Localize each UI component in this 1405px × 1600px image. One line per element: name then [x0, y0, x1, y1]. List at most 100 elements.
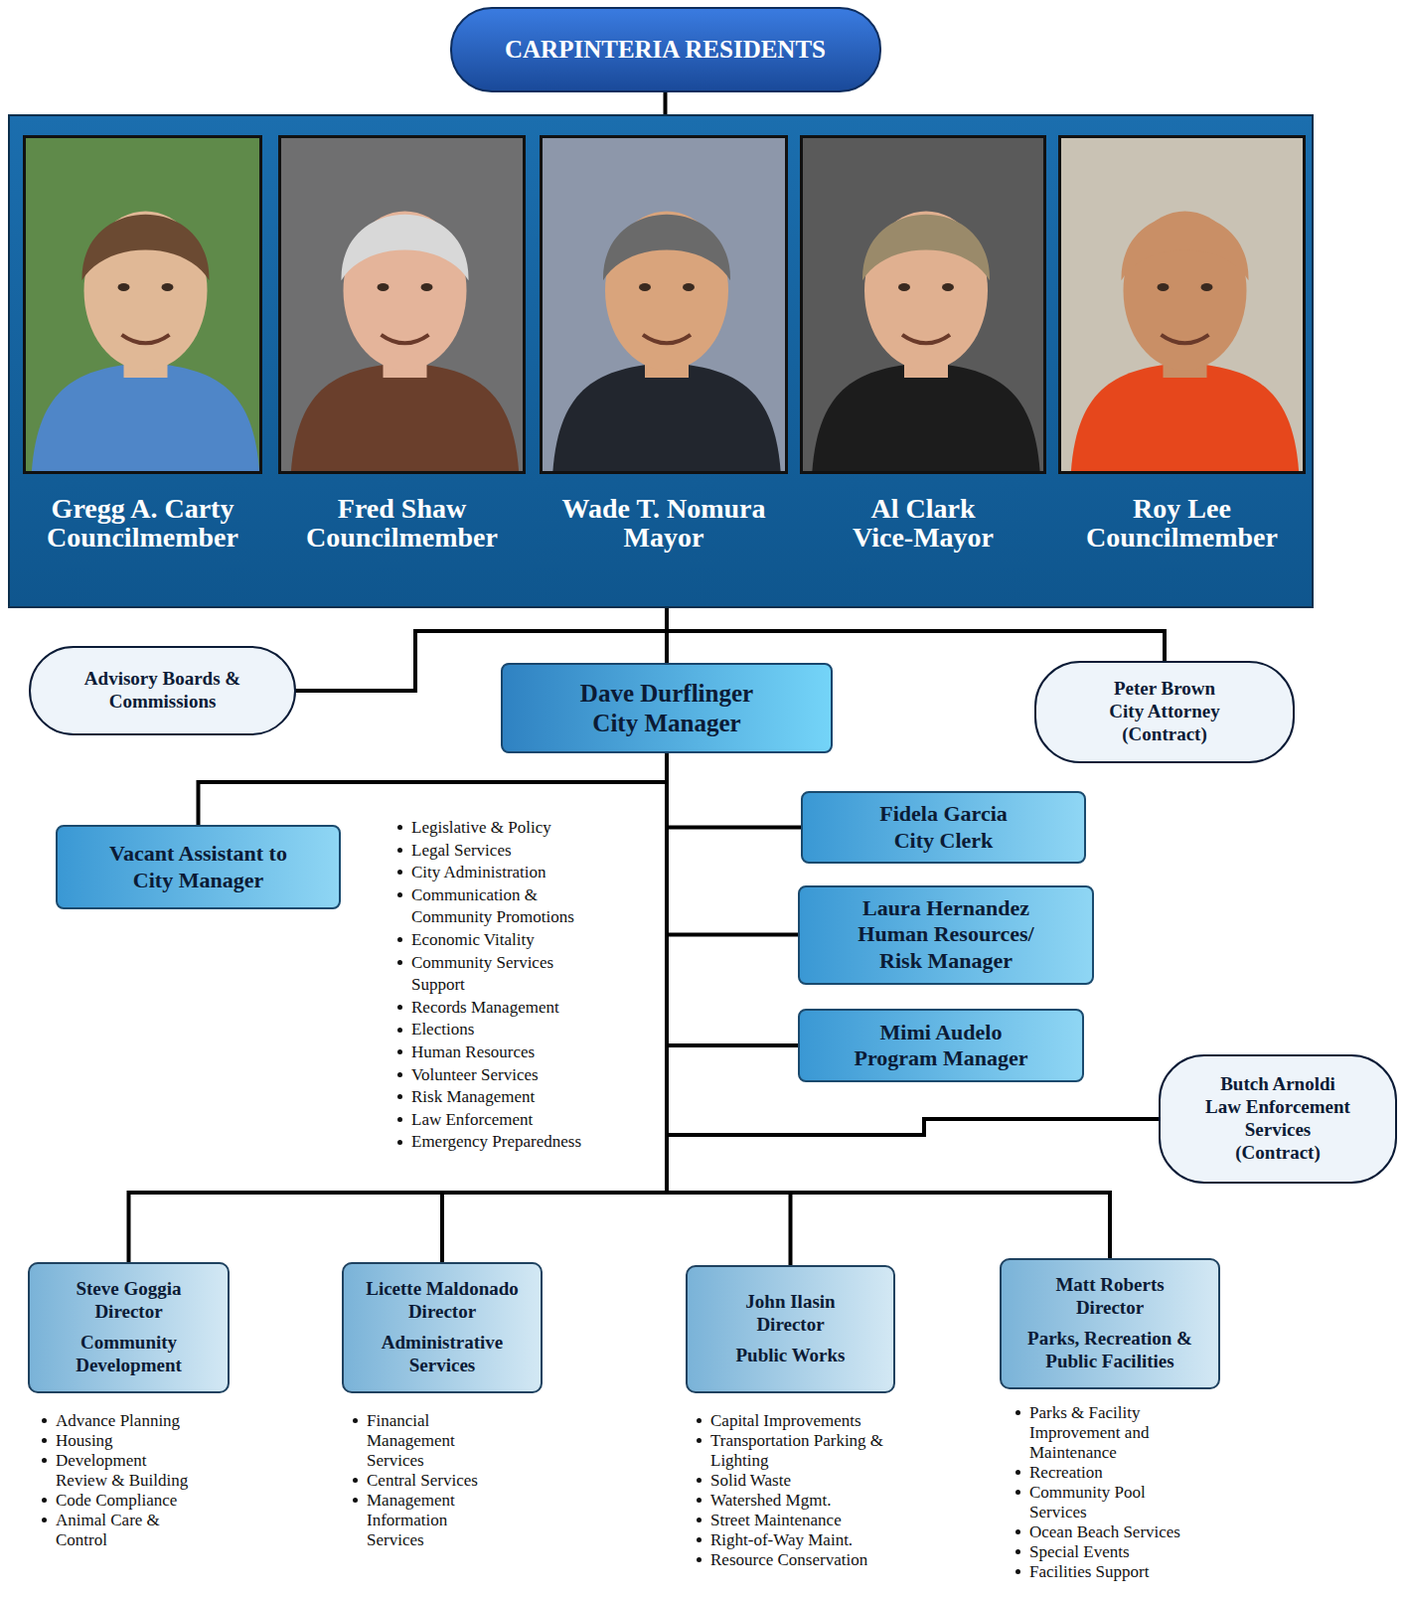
list-item: Legal Services: [395, 839, 601, 863]
list-item: Law Enforcement: [395, 1108, 601, 1132]
bullet-dot: [397, 824, 403, 830]
bullet-dot: [397, 1116, 403, 1122]
org-box: Peter Brown City Attorney (Contract): [1034, 660, 1295, 764]
member-name: Gregg A. Carty Councilmember: [22, 493, 263, 553]
box-text: Steve Goggia Director: [66, 1277, 191, 1324]
box-text: Laura Hernandez Human Resources/ Risk Ma…: [846, 895, 1046, 974]
box-text: CARPINTERIA RESIDENTS: [462, 34, 870, 65]
duty-list: Legislative & PolicyLegal ServicesCity A…: [395, 816, 601, 1154]
list-item: Ocean Beach Services: [1013, 1522, 1199, 1543]
bullet-dot: [352, 1497, 358, 1503]
duty-text: Records Management: [411, 996, 601, 1020]
bullet-dot: [41, 1517, 47, 1523]
duty-list: Capital ImprovementsTransportation Parki…: [694, 1410, 888, 1570]
duty-text: Ocean Beach Services: [1029, 1522, 1199, 1543]
list-item: Risk Management: [395, 1086, 601, 1109]
box-text: Administrative Services: [362, 1331, 522, 1378]
duty-text: Economic Vitality: [411, 929, 601, 952]
list-item: Advance Planning: [39, 1410, 190, 1431]
council-member: Wade T. Nomura Mayor: [539, 135, 788, 573]
duty-text: Advance Planning: [55, 1410, 190, 1431]
duty-text: Human Resources: [411, 1041, 601, 1065]
duty-list: Advance PlanningHousingDevelopment Revie…: [39, 1410, 190, 1551]
duty-text: Housing: [55, 1430, 190, 1451]
duty-text: Legislative & Policy: [411, 816, 601, 840]
duty-text: Emergency Preparedness: [411, 1130, 601, 1154]
connector-line: [666, 753, 798, 936]
box-text: John Ilasin Director: [732, 1290, 850, 1337]
member-name: Al Clark Vice-Mayor: [844, 493, 1002, 553]
org-box: Butch Arnoldi Law Enforcement Services (…: [1158, 1054, 1398, 1184]
duty-list: Parks & Facility Improvement and Mainten…: [1013, 1403, 1199, 1582]
council-member: Fred Shaw Councilmember: [278, 135, 526, 573]
bullet-dot: [397, 1027, 403, 1033]
duty-text: Development Review & Building: [55, 1450, 190, 1491]
list-item: Community Services Support: [395, 951, 601, 997]
connector-line: [666, 753, 801, 828]
org-box: Steve Goggia DirectorCommunity Developme…: [27, 1261, 230, 1394]
duty-text: Recreation: [1029, 1462, 1199, 1483]
list-item: Animal Care & Control: [39, 1510, 190, 1551]
bullet-dot: [696, 1437, 702, 1443]
org-box: Vacant Assistant to City Manager: [55, 824, 341, 910]
connector-line: [666, 753, 1159, 1135]
box-text: Butch Arnoldi Law Enforcement Services (…: [1200, 1073, 1356, 1164]
list-item: Records Management: [395, 996, 601, 1020]
bullet-dot: [696, 1417, 702, 1423]
list-item: Economic Vitality: [395, 929, 601, 952]
connector-line: [666, 753, 798, 1046]
org-connector: [666, 753, 1110, 1258]
bullet-dot: [41, 1457, 47, 1463]
org-box: Laura Hernandez Human Resources/ Risk Ma…: [797, 885, 1094, 985]
bullet-dot: [397, 1093, 403, 1099]
list-item: Human Resources: [395, 1041, 601, 1065]
duty-text: Community Pool Services: [1029, 1482, 1199, 1523]
box-text: Parks, Recreation & Public Facilities: [1014, 1327, 1206, 1374]
list-item: Housing: [39, 1430, 190, 1451]
bullet-dot: [1015, 1568, 1021, 1574]
list-item: Financial Management Services: [350, 1410, 486, 1471]
list-item: Parks & Facility Improvement and Mainten…: [1013, 1403, 1199, 1463]
duty-list: Financial Management ServicesCentral Ser…: [350, 1410, 486, 1551]
box-text: Public Works: [701, 1344, 881, 1368]
portrait-photo: [22, 135, 263, 474]
list-item: Right-of-Way Maint.: [694, 1530, 888, 1551]
portrait-photo: [799, 135, 1047, 474]
list-item: Watershed Mgmt.: [694, 1490, 888, 1511]
box-text: Mimi Audelo Program Manager: [849, 1019, 1034, 1073]
duty-text: Legal Services: [411, 839, 601, 863]
council-member: Gregg A. Carty Councilmember: [22, 135, 263, 573]
duty-text: Transportation Parking & Lighting: [710, 1430, 888, 1471]
org-box: CARPINTERIA RESIDENTS: [450, 6, 882, 93]
list-item: Special Events: [1013, 1542, 1199, 1562]
list-item: Volunteer Services: [395, 1064, 601, 1088]
bullet-dot: [1015, 1529, 1021, 1535]
connector-line: [666, 753, 1110, 1258]
bullet-dot: [696, 1497, 702, 1503]
bullet-dot: [696, 1517, 702, 1523]
duty-text: Elections: [411, 1018, 601, 1042]
portrait-photo: [1058, 135, 1306, 474]
duty-text: City Administration: [411, 861, 601, 885]
duty-text: Management Information Services: [366, 1490, 486, 1551]
org-connector: [666, 753, 801, 828]
list-item: Management Information Services: [350, 1490, 486, 1551]
council-member: Al Clark Vice-Mayor: [799, 135, 1047, 573]
list-item: Resource Conservation: [694, 1550, 888, 1570]
bullet-dot: [397, 1072, 403, 1078]
duty-text: Parks & Facility Improvement and Mainten…: [1029, 1403, 1199, 1463]
duty-text: Community Services Support: [411, 951, 601, 997]
duty-text: Financial Management Services: [366, 1410, 486, 1471]
portrait-photo: [539, 135, 788, 474]
connector-line: [666, 608, 1165, 661]
list-item: Development Review & Building: [39, 1450, 190, 1491]
org-connector: [198, 753, 668, 825]
org-box: Dave Durflinger City Manager: [500, 662, 833, 754]
bullet-dot: [1015, 1549, 1021, 1555]
bullet-dot: [1015, 1469, 1021, 1475]
bullet-dot: [41, 1417, 47, 1423]
member-name: Roy Lee Councilmember: [1058, 493, 1306, 553]
bullet-dot: [1015, 1409, 1021, 1415]
bullet-dot: [397, 892, 403, 898]
duty-text: Facilities Support: [1029, 1561, 1199, 1582]
